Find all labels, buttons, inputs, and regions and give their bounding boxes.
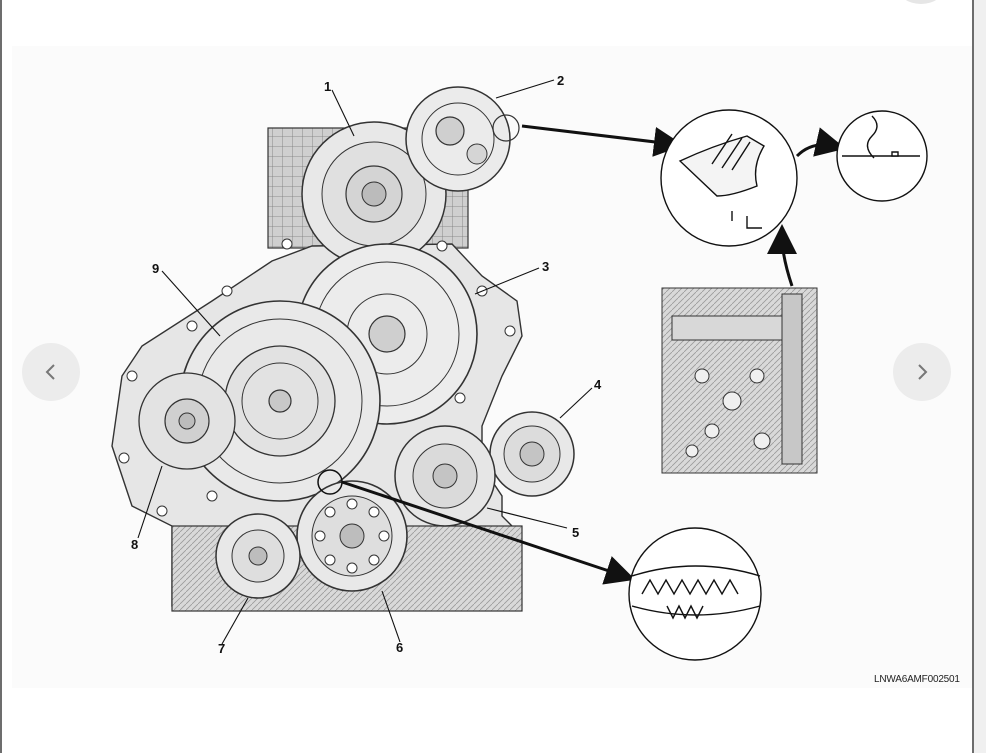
callout-7: 7 — [218, 641, 226, 656]
gear-1-camshaft — [301, 121, 447, 267]
callout-6: 6 — [396, 640, 404, 655]
previous-image-button[interactable] — [22, 343, 80, 401]
close-button[interactable] — [898, 0, 944, 4]
gear-6-crankshaft — [296, 480, 408, 592]
next-image-button[interactable] — [893, 343, 951, 401]
detail-view-gear-mesh — [628, 527, 762, 661]
gear-7-oil-pump — [215, 513, 301, 599]
figure-code: LNWA6AMF002501 — [874, 674, 960, 685]
detail-view-timing-mark — [836, 110, 928, 202]
chevron-right-icon — [918, 364, 928, 380]
gear-5 — [394, 425, 496, 527]
illustration-drawing — [111, 79, 928, 661]
chevron-left-icon — [45, 364, 55, 380]
gear-8 — [138, 372, 236, 470]
gear-4 — [489, 411, 575, 497]
gear-9-main — [179, 300, 381, 502]
callout-9: 9 — [152, 261, 160, 276]
leader-lines — [137, 79, 593, 645]
scrollbar-track[interactable] — [974, 0, 986, 753]
callout-3: 3 — [542, 259, 550, 274]
callout-1: 1 — [324, 79, 332, 94]
callout-4: 4 — [594, 377, 602, 392]
engine-gear-train-illustration: 1 2 3 4 5 6 7 8 9 — [12, 46, 972, 688]
detail-view-upper — [660, 109, 798, 247]
engine-side-view — [661, 287, 818, 474]
callout-8: 8 — [131, 537, 139, 552]
callout-5: 5 — [572, 525, 580, 540]
gear-2-idler — [405, 86, 520, 192]
callout-2: 2 — [557, 73, 565, 88]
